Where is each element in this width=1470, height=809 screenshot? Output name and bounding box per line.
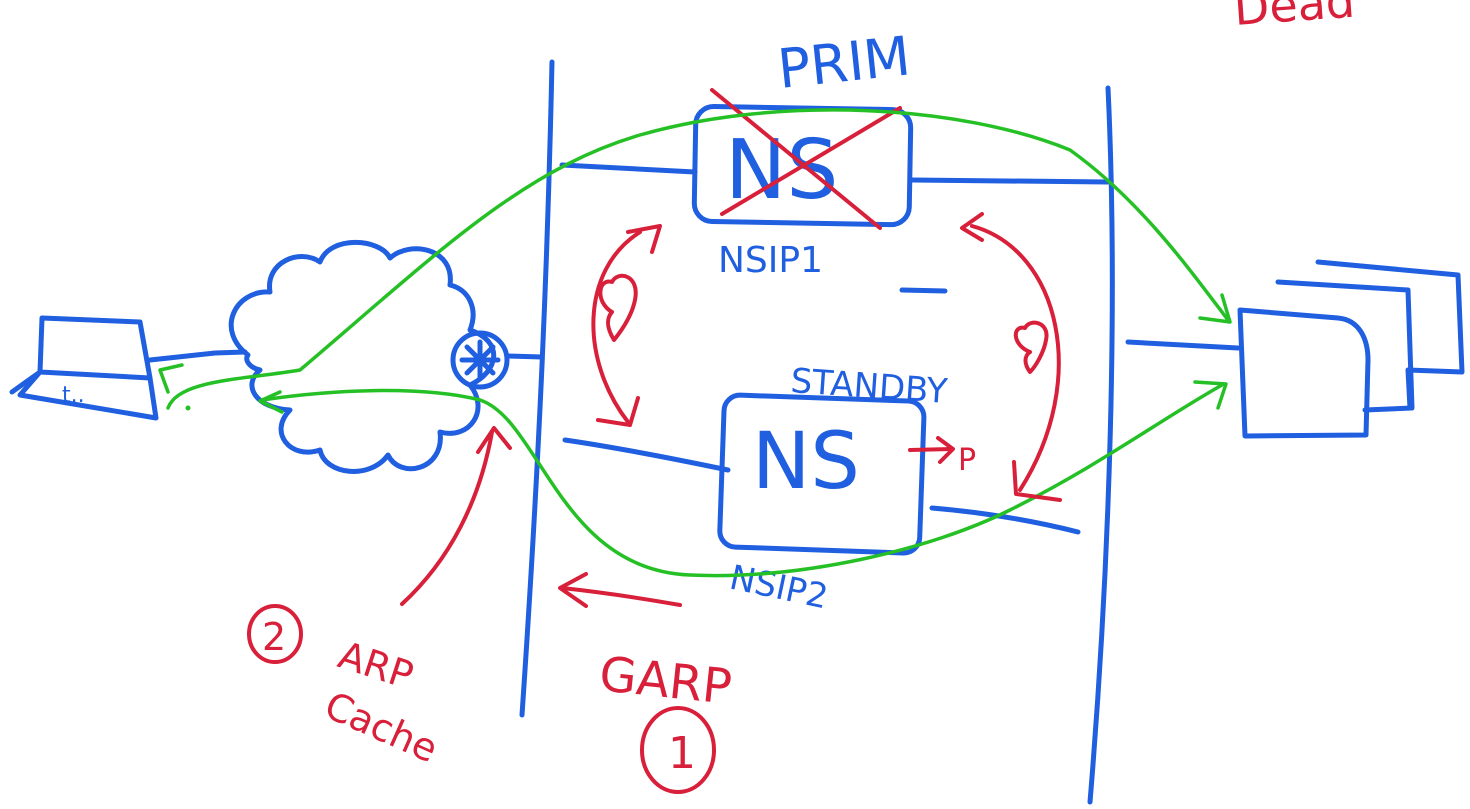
- laptop-text: t..: [62, 383, 85, 408]
- cache-label: Cache: [318, 683, 444, 771]
- standby-netscaler: NS: [717, 392, 927, 556]
- primary-netscaler: NS: [691, 88, 914, 230]
- primary-right-link: [909, 177, 1111, 185]
- standby-label: STANDBY: [789, 361, 948, 412]
- garp-label: GARP: [597, 646, 734, 716]
- standby-right-link: [929, 505, 1081, 535]
- nsip1-underline: [899, 287, 948, 294]
- arp-cache-arrow: [400, 430, 494, 606]
- top-right-label: Dead: [1232, 0, 1357, 36]
- primary-label: PRIM: [775, 24, 913, 101]
- step1-label: 1: [668, 728, 696, 779]
- heartbeat-left-bottom-head: [596, 396, 640, 427]
- heartbeat-right-top-head: [960, 212, 984, 242]
- nsip1-label: NSIP1: [718, 240, 823, 281]
- dot: [185, 405, 191, 411]
- heartbeat-right-arrow: [970, 224, 1061, 492]
- step1-circle: [640, 706, 716, 794]
- server-stack-icon: [1125, 259, 1465, 439]
- heart-icon: [598, 273, 638, 342]
- flow-standby-arrowhead: [1193, 380, 1228, 410]
- heart-icon-right: [1013, 320, 1049, 374]
- laptop-icon: t..: [9, 315, 248, 421]
- standby-left-link: [562, 437, 731, 473]
- step2-circle: [247, 604, 303, 664]
- flow-standby-path: [260, 383, 1224, 578]
- p-arrow: [908, 436, 955, 464]
- primary-left-link: [559, 162, 698, 175]
- failed-cross: [710, 88, 902, 230]
- left-boundary-line: [519, 59, 555, 718]
- step2-label: 2: [262, 615, 286, 659]
- standby-ns-label: NS: [752, 417, 860, 507]
- heartbeat-left-top-head: [626, 224, 662, 254]
- flow-primary-arrowhead: [1198, 293, 1232, 324]
- heartbeat-right-bottom-head: [1012, 460, 1062, 502]
- primary-ns-box: [691, 103, 914, 228]
- garp-arrow: [560, 586, 682, 607]
- arp-cache-arrowhead: [476, 426, 512, 454]
- router-icon: [450, 330, 545, 390]
- heartbeat-left-arrow: [591, 230, 642, 424]
- flow-laptop-arrowhead: [158, 363, 184, 394]
- flow-primary-path: [166, 108, 1230, 410]
- p-marker: P: [958, 443, 976, 478]
- right-boundary-line: [1087, 85, 1115, 805]
- garp-arrowhead: [558, 572, 588, 608]
- flow-cloud-arrowhead: [258, 390, 284, 414]
